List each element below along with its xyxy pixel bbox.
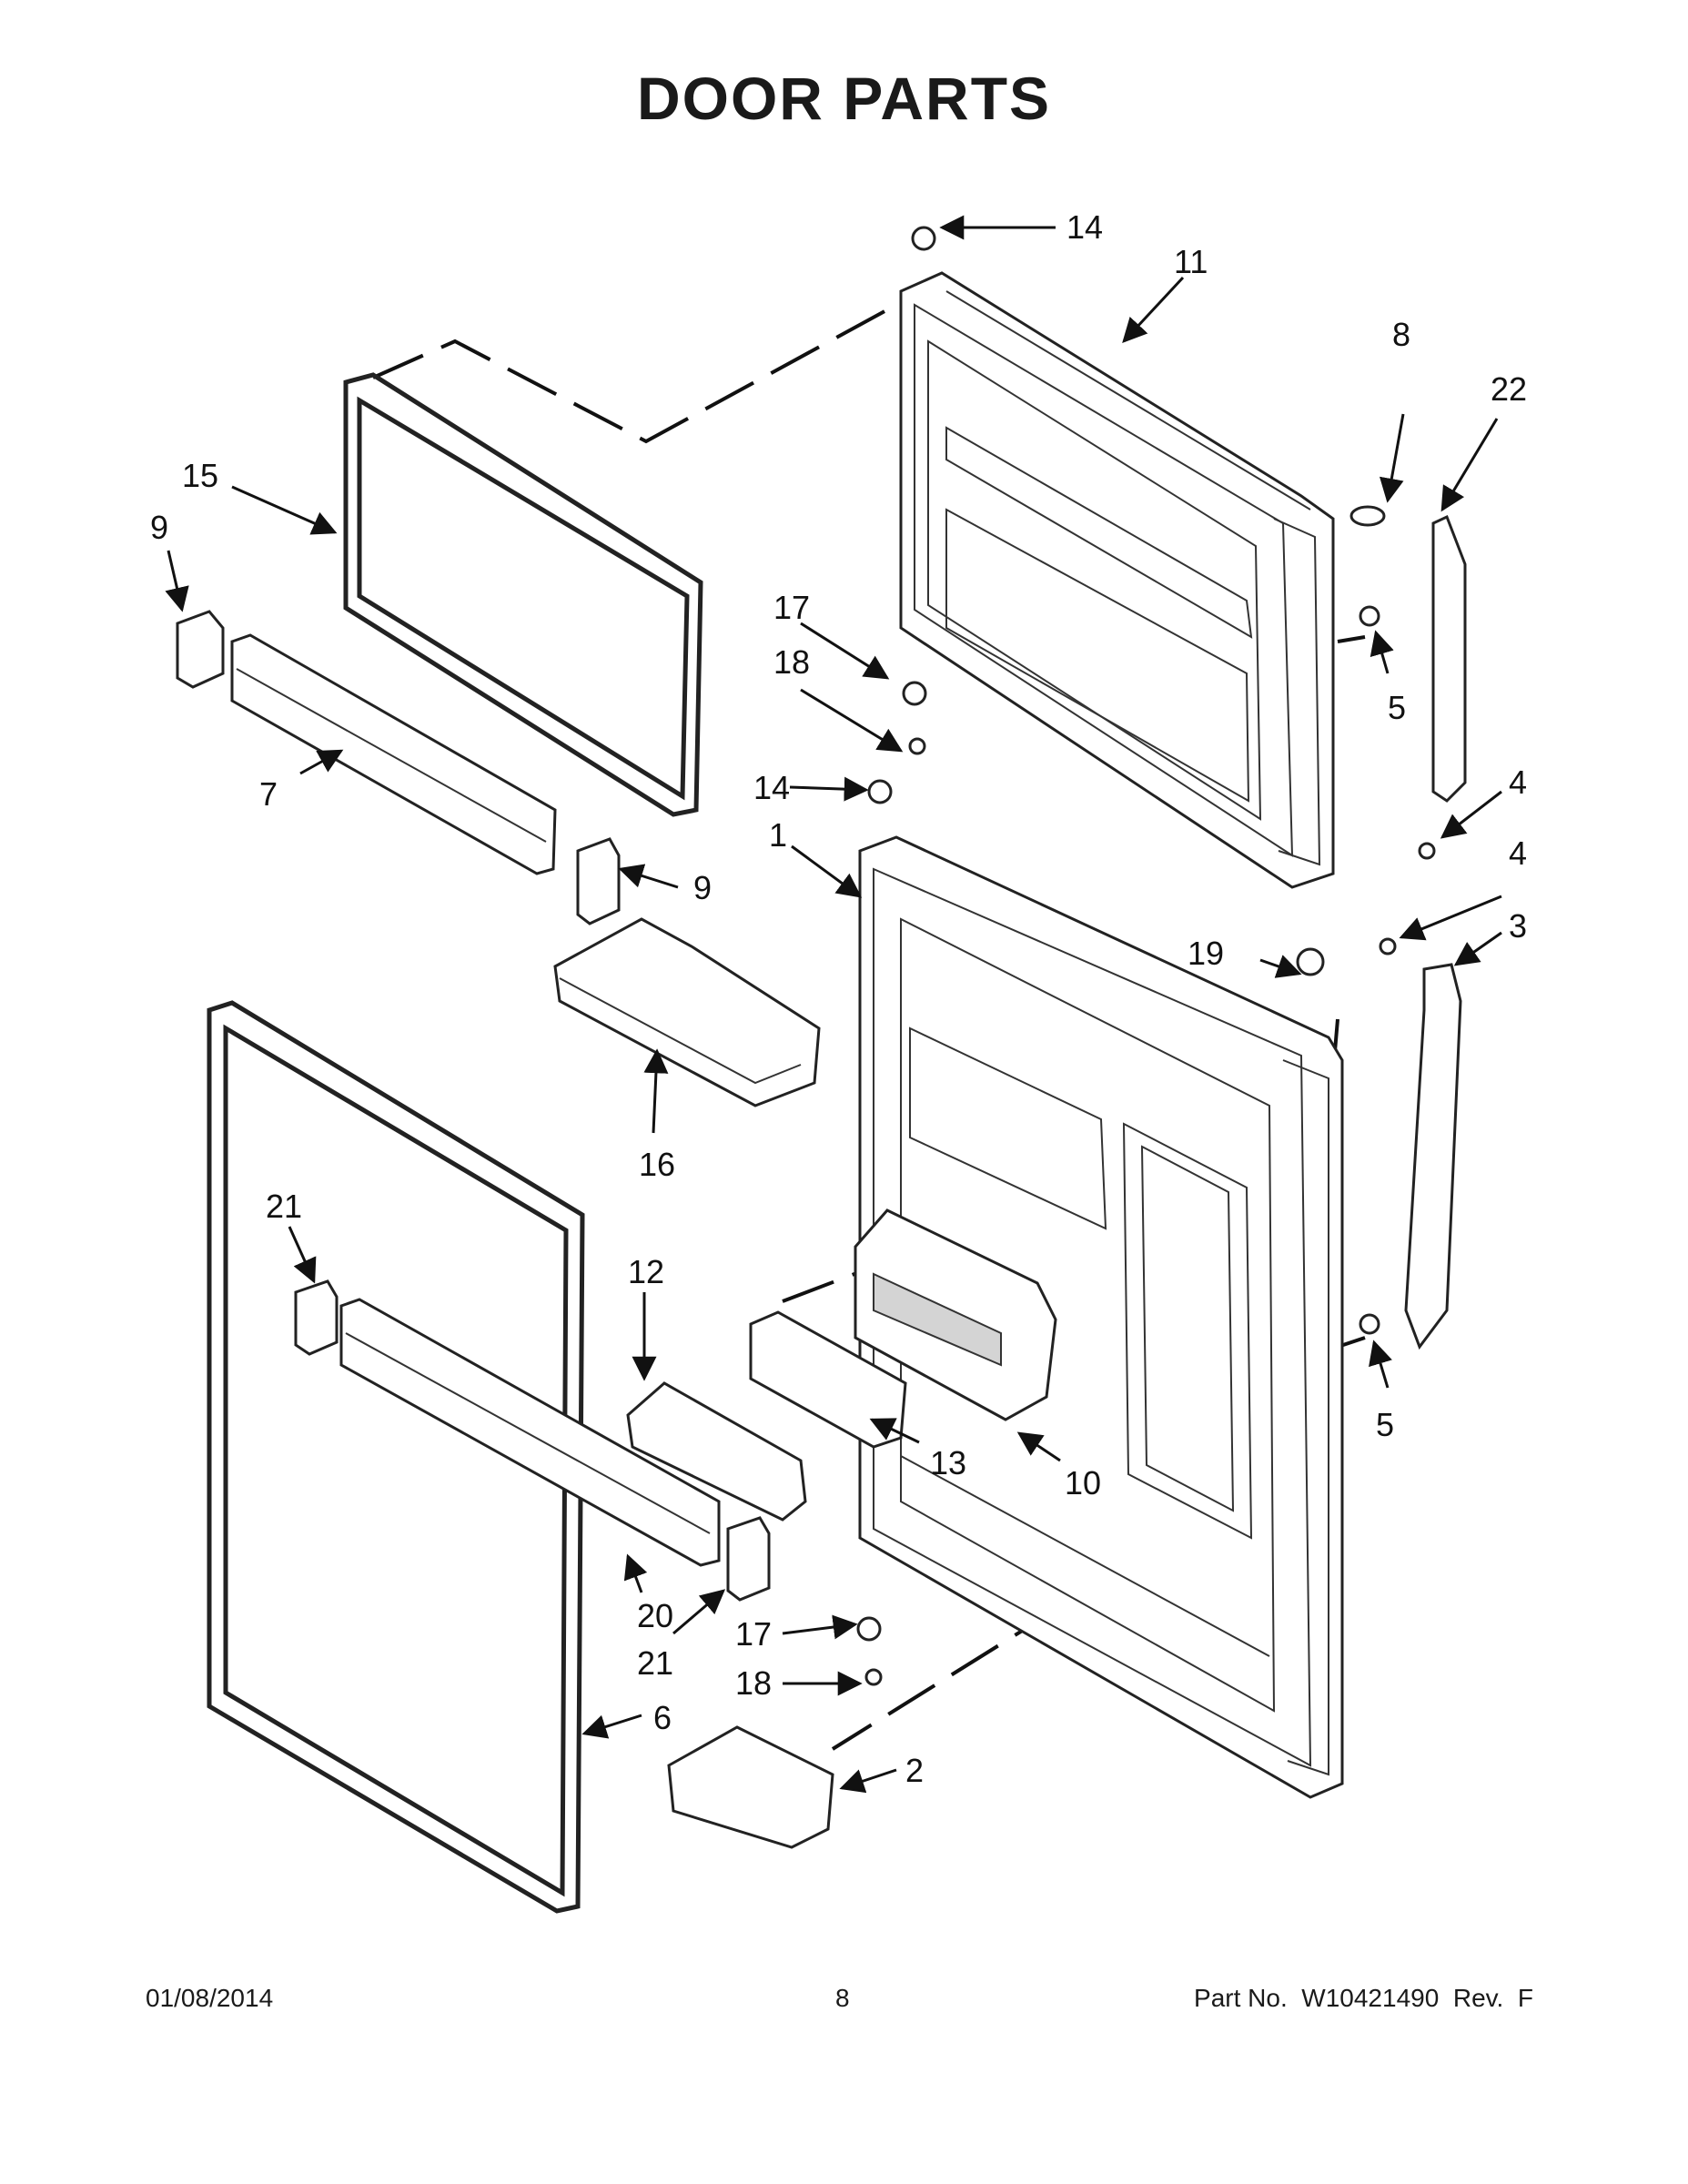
callout-14-mid: 14 [753, 769, 790, 806]
callout-22: 22 [1491, 370, 1527, 408]
callout-18-top: 18 [773, 643, 810, 681]
part-9-end-caps [176, 610, 621, 925]
part-6-fresh-food-gasket [207, 1000, 585, 1914]
part-7-shelf-rail [230, 633, 557, 875]
callout-15: 15 [182, 457, 218, 494]
callout-17-top: 17 [773, 589, 810, 626]
callout-18-bottom: 18 [735, 1664, 772, 1702]
part-10-housing [854, 1208, 1057, 1421]
part-16-door-bin [553, 917, 821, 1107]
callout-20: 20 [637, 1597, 673, 1634]
callout-11: 11 [1174, 243, 1208, 280]
part-22-upper-handle [1431, 514, 1467, 803]
callout-9-right: 9 [693, 869, 712, 906]
part-20-shelf-rail [339, 1298, 721, 1567]
callout-3: 3 [1509, 907, 1527, 945]
callout-13: 13 [930, 1444, 966, 1481]
part-21-end-caps [294, 1279, 771, 1602]
callout-4-upper: 4 [1509, 763, 1527, 801]
callout-17-bottom: 17 [735, 1615, 772, 1653]
part-11-freezer-door [899, 271, 1335, 889]
hardware-pieces [856, 226, 1436, 1686]
page-title: DOOR PARTS [636, 65, 1052, 132]
callout-19: 19 [1188, 935, 1224, 972]
footer-date: 01/08/2014 [146, 1984, 274, 2012]
part-2-door-bin [667, 1725, 834, 1849]
callout-21-bottom: 21 [637, 1644, 673, 1682]
footer-page-number: 8 [835, 1984, 850, 2012]
part-12-dairy-cover [626, 1381, 807, 1522]
callout-14-top: 14 [1066, 208, 1103, 246]
callout-6: 6 [653, 1699, 672, 1736]
callout-5-bottom: 5 [1376, 1406, 1394, 1443]
callout-4-lower: 4 [1509, 834, 1527, 872]
callout-5-top: 5 [1388, 689, 1406, 726]
part-1-fresh-food-door [858, 835, 1344, 1799]
callout-12: 12 [628, 1253, 664, 1290]
callout-7: 7 [259, 775, 278, 813]
callout-10: 10 [1065, 1464, 1101, 1502]
callout-9-left: 9 [150, 509, 168, 546]
callout-21-top: 21 [266, 1188, 302, 1225]
callout-labels: 14 11 8 22 15 9 17 18 5 14 4 7 1 4 9 3 1… [150, 208, 1527, 1789]
part-15-freezer-gasket [343, 372, 703, 817]
footer-part-number: Part No. W10421490 Rev. F [1194, 1984, 1533, 2012]
part-13-dairy-bin [749, 1310, 907, 1449]
callout-8: 8 [1392, 316, 1410, 353]
leader-arrows [165, 215, 1502, 1794]
callout-2: 2 [905, 1752, 924, 1789]
part-3-lower-handle [1404, 963, 1462, 1350]
callout-16: 16 [639, 1146, 675, 1183]
callout-1: 1 [769, 816, 787, 854]
